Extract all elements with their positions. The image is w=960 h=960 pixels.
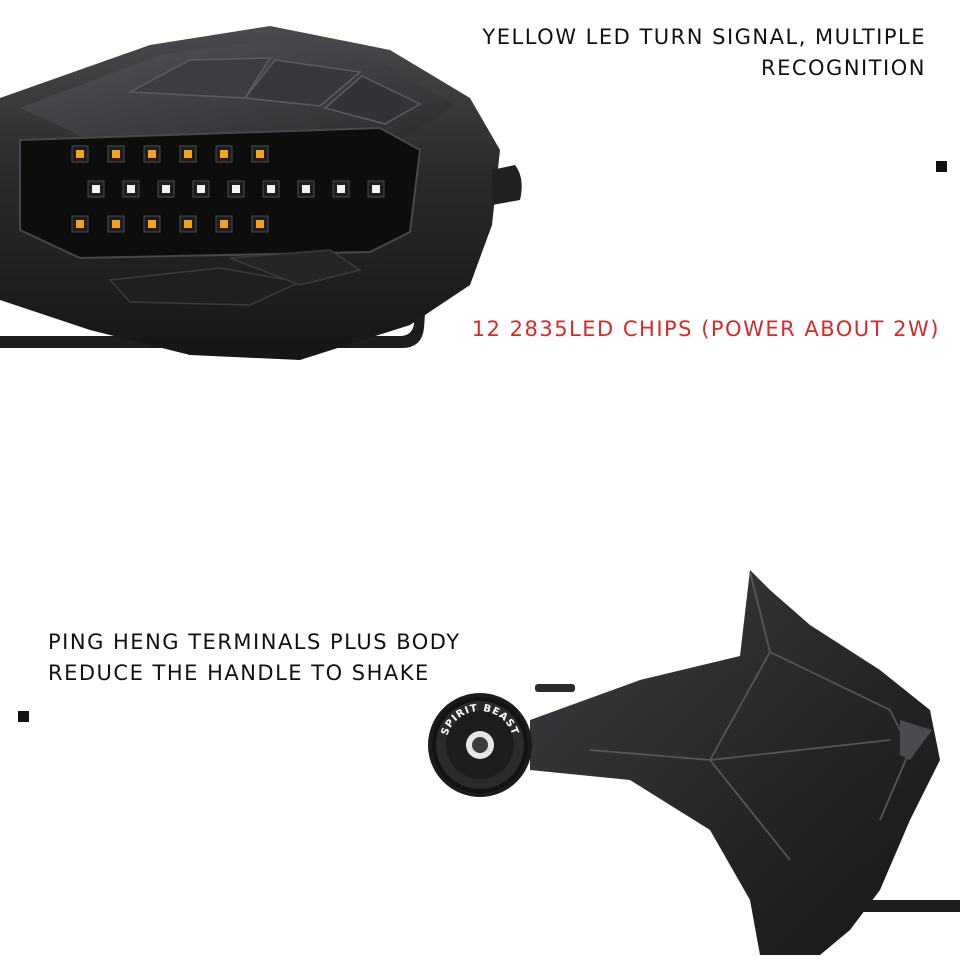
terminals-caption-line2: REDUCE THE HANDLE TO SHAKE: [48, 661, 430, 685]
turn-signal-caption-line1: YELLOW LED TURN SIGNAL, MULTIPLE: [482, 25, 926, 49]
led-chip-icon: [76, 150, 84, 158]
led-chip-icon: [302, 185, 310, 193]
led-chips-caption-text: 12 2835LED CHIPS (POWER ABOUT 2W): [471, 317, 940, 341]
led-chip-icon: [148, 220, 156, 228]
led-chip-icon: [184, 150, 192, 158]
led-chip-icon: [267, 185, 275, 193]
led-chip-icon: [112, 220, 120, 228]
square-bullet-icon: [18, 711, 29, 722]
led-chip-icon: [127, 185, 135, 193]
side-knob: [492, 165, 522, 205]
handguard-terminal-view: SPIRIT BEAST: [428, 570, 960, 955]
led-chip-icon: [162, 185, 170, 193]
led-chip-array: [71, 145, 385, 233]
led-chips-caption: 12 2835LED CHIPS (POWER ABOUT 2W): [472, 314, 940, 345]
turn-signal-caption: YELLOW LED TURN SIGNAL, MULTIPLE RECOGNI…: [482, 22, 926, 84]
led-chip-icon: [256, 220, 264, 228]
led-chip-icon: [92, 185, 100, 193]
terminals-caption: PING HENG TERMINALS PLUS BODY REDUCE THE…: [48, 627, 461, 689]
led-chip-icon: [220, 150, 228, 158]
led-chip-icon: [220, 220, 228, 228]
bracket-arm-lower: [850, 900, 960, 912]
led-chip-icon: [76, 220, 84, 228]
guard-body-lower: [530, 570, 940, 955]
led-chip-icon: [148, 150, 156, 158]
handguard-led-view: [0, 26, 522, 360]
led-chip-icon: [184, 220, 192, 228]
led-chip-icon: [197, 185, 205, 193]
led-chip-icon: [337, 185, 345, 193]
led-chip-icon: [112, 150, 120, 158]
turn-signal-caption-line2: RECOGNITION: [761, 56, 926, 80]
square-bullet-icon: [936, 161, 947, 172]
led-chip-icon: [256, 150, 264, 158]
bar-end-cap-icon: SPIRIT BEAST: [428, 693, 532, 797]
led-chip-icon: [372, 185, 380, 193]
terminals-caption-line1: PING HENG TERMINALS PLUS BODY: [48, 630, 461, 654]
led-chip-icon: [232, 185, 240, 193]
